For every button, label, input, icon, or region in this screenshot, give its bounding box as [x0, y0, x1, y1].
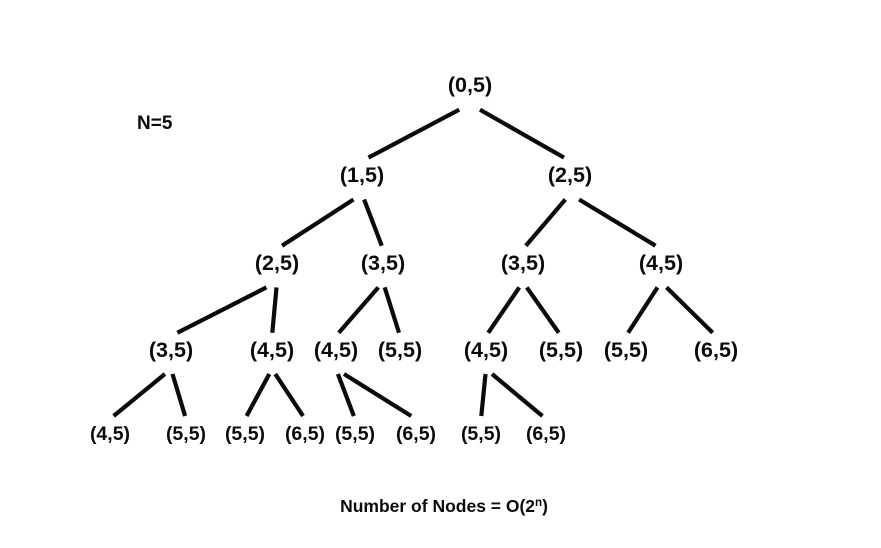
node-count-caption: Number of Nodes = O(2n) — [340, 496, 548, 516]
tree-edge — [362, 198, 384, 247]
tree-edge — [335, 373, 356, 417]
tree-edge — [337, 286, 380, 335]
tree-node: (3,5) — [361, 251, 405, 275]
tree-edge — [665, 285, 715, 335]
tree-node: (4,5) — [464, 338, 508, 362]
tree-node: (6,5) — [526, 423, 566, 445]
tree-node: (5,5) — [225, 423, 265, 445]
tree-edge — [273, 372, 305, 418]
tree-edge — [244, 373, 272, 417]
caption-exponent: n — [535, 497, 542, 509]
caption-main-text: Number of Nodes = O(2 — [340, 496, 535, 516]
tree-edge — [382, 286, 401, 334]
tree-edge — [525, 286, 561, 334]
tree-edge — [479, 373, 488, 417]
tree-node: (0,5) — [448, 73, 492, 97]
tree-edge — [578, 197, 657, 248]
tree-node: (1,5) — [340, 163, 384, 187]
tree-nodes-group: (0,5) (1,5) (2,5) (2,5) (3,5) (3,5) (4,5) (3,5)… — [90, 73, 738, 445]
tree-edge — [112, 372, 167, 418]
tree-node: (2,5) — [548, 163, 592, 187]
tree-edge — [524, 198, 567, 248]
tree-node: (5,5) — [539, 338, 583, 362]
tree-node: (6,5) — [396, 423, 436, 445]
tree-node: (6,5) — [285, 423, 325, 445]
tree-edge — [280, 197, 355, 248]
tree-node: (3,5) — [149, 338, 193, 362]
tree-node: (4,5) — [639, 251, 683, 275]
caption-tail-text: ) — [542, 496, 548, 516]
tree-edge — [176, 285, 268, 335]
tree-edge — [490, 372, 544, 418]
tree-node: (5,5) — [166, 423, 206, 445]
tree-node: (4,5) — [90, 423, 130, 445]
tree-edge — [270, 287, 279, 333]
tree-node: (6,5) — [694, 338, 738, 362]
tree-edge — [478, 107, 566, 160]
tree-node: (5,5) — [604, 338, 648, 362]
tree-node: (5,5) — [378, 338, 422, 362]
tree-node: (4,5) — [314, 338, 358, 362]
n-value-annotation: N=5 — [137, 113, 173, 134]
tree-node: (4,5) — [250, 338, 294, 362]
tree-edges-group — [112, 107, 715, 418]
tree-edge — [486, 286, 522, 334]
tree-node: (5,5) — [461, 423, 501, 445]
tree-edge — [170, 373, 188, 417]
tree-node: (5,5) — [335, 423, 375, 445]
tree-edge — [342, 372, 413, 418]
tree-edge — [626, 286, 660, 334]
tree-node: (2,5) — [255, 251, 299, 275]
tree-node: (3,5) — [501, 251, 545, 275]
tree-edge — [367, 107, 461, 160]
